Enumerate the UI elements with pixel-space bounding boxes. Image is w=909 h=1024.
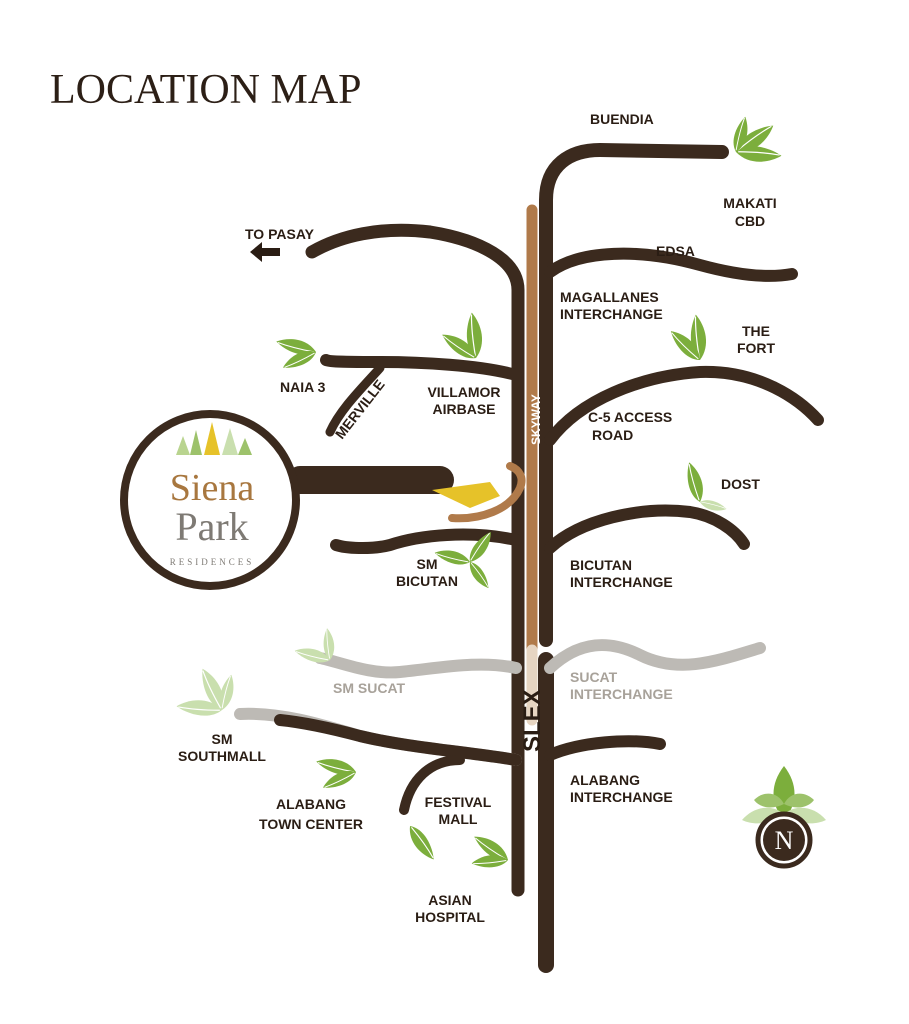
label-bicutan-1: BICUTAN <box>570 557 632 573</box>
label-villamor-2: AIRBASE <box>432 401 495 417</box>
label-asian-2: HOSPITAL <box>415 909 485 925</box>
label-fort-2: FORT <box>737 340 776 356</box>
southmall-road <box>274 714 522 766</box>
page-title: LOCATION MAP <box>50 67 362 113</box>
leaf-icon <box>406 821 436 865</box>
arrow-left-icon <box>250 242 280 262</box>
label-alabang-tc-2: TOWN CENTER <box>259 816 363 832</box>
villamor-road <box>320 354 522 381</box>
label-festival-2: MALL <box>439 811 478 827</box>
label-sm-sucat: SM SUCAT <box>333 680 406 696</box>
label-bicutan-2: INTERCHANGE <box>570 574 673 590</box>
alabang-interchange-road <box>544 735 666 761</box>
slex-label: SLEX <box>519 689 546 752</box>
logo-trees-icon <box>176 422 252 455</box>
leaf-icon <box>274 329 319 370</box>
label-sucat-1: SUCAT <box>570 669 618 685</box>
logo-park: Park <box>175 504 248 549</box>
sm-bicutan-road <box>330 528 522 554</box>
label-sucat-2: INTERCHANGE <box>570 686 673 702</box>
label-magallanes-2: INTERCHANGE <box>560 306 663 322</box>
bicutan-road <box>544 504 750 554</box>
label-sm-bicutan-1: SM <box>417 556 438 572</box>
label-festival-1: FESTIVAL <box>425 794 492 810</box>
label-makati-1: MAKATI <box>723 195 776 211</box>
label-naia: NAIA 3 <box>280 379 326 395</box>
label-villamor-1: VILLAMOR <box>427 384 500 400</box>
alabang-town-center-road <box>399 755 465 815</box>
label-sm-bicutan-2: BICUTAN <box>396 573 458 589</box>
leaf-icon <box>470 827 511 872</box>
leaf-icon <box>440 311 488 367</box>
to-pasay-road <box>305 223 525 897</box>
leaf-icon <box>668 313 712 367</box>
leaf-icon <box>175 665 243 724</box>
label-southmall-1: SM <box>212 731 233 747</box>
label-buendia: BUENDIA <box>590 111 654 127</box>
skyway-label: SKYWAY <box>529 394 543 445</box>
siena-access <box>448 462 526 523</box>
buendia-road <box>539 142 729 647</box>
label-southmall-2: SOUTHMALL <box>178 748 266 764</box>
leaf-icon <box>314 749 359 790</box>
label-alabang-tc-1: ALABANG <box>276 796 346 812</box>
merville-road <box>325 363 385 437</box>
logo-residences: RESIDENCES <box>170 557 255 567</box>
label-c5-2: ROAD <box>592 427 633 443</box>
label-edsa: EDSA <box>656 243 695 259</box>
siena-site <box>432 482 500 508</box>
label-makati-2: CBD <box>735 213 765 229</box>
label-asian-1: ASIAN <box>428 892 472 908</box>
compass-letter: N <box>775 826 794 855</box>
leaf-icon <box>725 115 783 171</box>
label-fort-1: THE <box>742 323 770 339</box>
label-dost: DOST <box>721 476 760 492</box>
compass-icon: N <box>742 766 826 869</box>
label-c5-1: C-5 ACCESS <box>588 409 672 425</box>
edsa-road <box>544 247 798 282</box>
sucat-road <box>544 639 766 674</box>
logo-siena: Siena <box>170 467 255 509</box>
sm-sucat-road <box>314 652 522 679</box>
label-to-pasay: TO PASAY <box>245 226 315 242</box>
label-magallanes-1: MAGALLANES <box>560 289 659 305</box>
label-alabang-int-2: INTERCHANGE <box>570 789 673 805</box>
c5-road <box>544 365 824 446</box>
siena-logo-circle <box>120 410 300 590</box>
label-alabang-int-1: ALABANG <box>570 772 640 788</box>
